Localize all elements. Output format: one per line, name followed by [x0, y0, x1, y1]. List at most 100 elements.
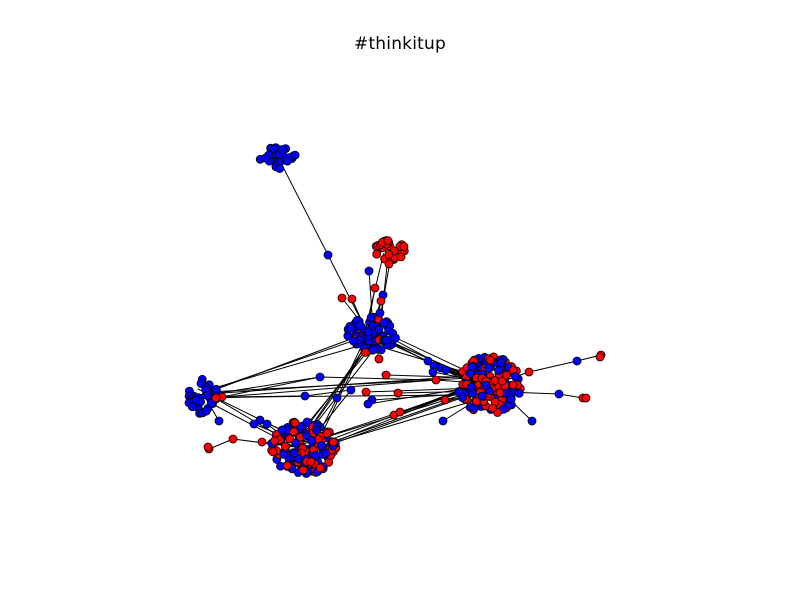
node — [346, 385, 356, 395]
node — [337, 293, 347, 303]
node — [374, 354, 384, 364]
node — [315, 463, 325, 473]
node — [316, 441, 326, 450]
node — [323, 250, 333, 260]
node — [487, 403, 497, 413]
node — [363, 399, 373, 409]
node — [395, 407, 405, 417]
node — [454, 387, 464, 397]
node — [384, 249, 394, 259]
node — [524, 367, 534, 377]
node — [214, 416, 224, 426]
node — [269, 144, 279, 154]
node — [315, 372, 325, 382]
graph-clusters — [184, 143, 525, 478]
node — [440, 395, 450, 405]
node — [289, 448, 299, 458]
node — [291, 438, 301, 448]
node — [481, 380, 491, 390]
node — [257, 437, 267, 447]
edge — [221, 395, 306, 398]
edge — [335, 344, 363, 401]
node — [431, 375, 441, 385]
edge-bundle — [204, 334, 369, 393]
node — [277, 145, 287, 155]
node — [381, 335, 391, 345]
node — [321, 448, 331, 458]
node — [372, 249, 382, 259]
top-red-cluster — [371, 236, 409, 264]
node — [366, 313, 376, 323]
top-left-cluster — [255, 143, 300, 173]
edge — [304, 389, 352, 397]
node — [508, 380, 518, 390]
node — [438, 416, 448, 426]
node — [196, 379, 206, 388]
node — [355, 320, 365, 330]
node — [307, 436, 317, 445]
node — [554, 389, 564, 399]
node — [302, 417, 312, 427]
node — [465, 369, 475, 378]
node — [399, 242, 409, 252]
node — [346, 323, 356, 333]
node — [279, 449, 289, 459]
node — [384, 259, 394, 269]
node — [322, 429, 332, 438]
node — [381, 370, 391, 380]
node — [275, 164, 285, 173]
node — [469, 403, 479, 413]
node — [581, 393, 591, 403]
node — [506, 394, 516, 404]
node — [282, 461, 292, 471]
edge — [323, 397, 444, 447]
node — [300, 391, 310, 401]
node — [376, 296, 386, 306]
node — [262, 419, 272, 429]
node — [527, 416, 537, 426]
node — [347, 294, 357, 304]
edge — [221, 379, 437, 398]
node — [466, 382, 476, 392]
node — [379, 318, 389, 328]
node — [510, 372, 520, 381]
node — [298, 465, 308, 475]
node — [270, 436, 280, 446]
node — [285, 434, 295, 444]
node — [202, 390, 212, 400]
node — [393, 388, 403, 398]
node — [211, 393, 221, 403]
node — [494, 366, 504, 375]
node — [428, 367, 438, 377]
node — [268, 447, 278, 457]
node — [485, 355, 495, 365]
node — [201, 406, 211, 416]
node — [277, 425, 287, 435]
central-hub-cluster — [343, 312, 400, 357]
node — [249, 419, 259, 429]
node — [514, 388, 524, 398]
left-cluster — [184, 374, 223, 418]
node — [343, 331, 353, 341]
node — [374, 325, 384, 334]
node — [255, 415, 265, 425]
node — [361, 347, 370, 357]
node — [332, 393, 342, 403]
node — [289, 427, 299, 437]
node — [496, 358, 506, 368]
edge — [327, 254, 363, 323]
node — [391, 333, 400, 343]
node — [290, 418, 300, 428]
node — [484, 363, 494, 373]
node — [441, 365, 451, 375]
edge — [319, 376, 437, 381]
node — [211, 384, 221, 394]
node — [306, 457, 316, 467]
node — [311, 450, 321, 460]
node — [290, 150, 300, 160]
edge — [221, 376, 321, 398]
graph-nodes — [203, 250, 606, 454]
node — [364, 266, 374, 276]
node — [282, 156, 292, 166]
node — [595, 352, 605, 362]
